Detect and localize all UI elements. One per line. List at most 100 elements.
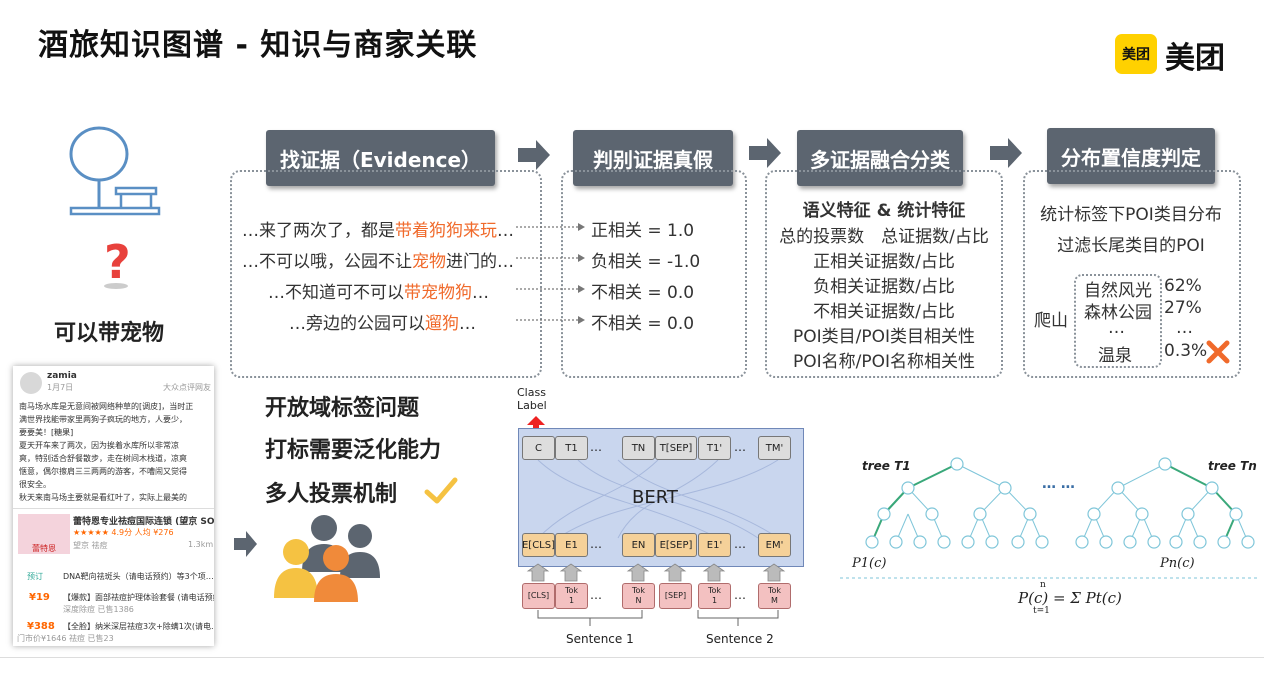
bert-embedding: E1' <box>698 533 731 557</box>
step-fuse-evidence: 多证据融合分类 <box>797 130 963 186</box>
deal-sub: 深度除痘 已售1386 <box>63 605 134 614</box>
sentence-2-label: Sentence 2 <box>706 632 774 646</box>
bert-input-token: Tok 1 <box>555 583 588 609</box>
formula-sum-top: n <box>1040 580 1046 590</box>
arrow-right-icon <box>518 140 550 170</box>
tree-n-prob: Pn(c) <box>1160 556 1195 571</box>
bert-embedding: EN <box>622 533 655 557</box>
arrow-right-icon <box>234 531 257 557</box>
deal-price: 预订 <box>27 572 43 581</box>
deal-text[interactable]: 【爆款】面部祛痘护理体验套餐 (请电话预约) <box>63 593 214 602</box>
problem-item: 开放域标签问题 <box>265 396 420 421</box>
distribution-line2: 过滤长尾类目的POI <box>1057 236 1205 256</box>
judge-box <box>561 170 747 378</box>
bert-input-token: Tok N <box>622 583 655 609</box>
feature-list: 语义特征 & 统计特征 总的投票数 总证据数/占比 正相关证据数/占比 负相关证… <box>765 196 1003 372</box>
svg-text:?: ? <box>104 236 131 289</box>
ensemble-formula: P(c) = Σ Pt(c) <box>1018 589 1122 607</box>
bert-embedding: E[CLS] <box>522 533 555 557</box>
bert-embedding: E[SEP] <box>655 533 697 557</box>
problem-item: 打标需要泛化能力 <box>265 438 442 463</box>
dotted-arrows <box>516 223 585 324</box>
deal-sub: 门市价¥1646 祛痘 已售23 <box>17 634 114 643</box>
deal-price: ¥388 <box>27 621 55 632</box>
shop-name[interactable]: 蕾特恩专业祛痘国际连锁 (望京 SOHO… <box>73 517 214 527</box>
meituan-logo-text: 美团 <box>1165 41 1225 76</box>
bert-ellipsis: … <box>590 440 602 454</box>
check-mark-icon <box>424 477 458 504</box>
review-card: zamia 1月7日 大众点评网友 南马场水库是无意间被网络种草的[调皮]，当时… <box>13 366 214 646</box>
judge-label: 不相关 = 0.0 <box>591 283 695 303</box>
bert-ellipsis: … <box>734 440 746 454</box>
judge-label: 不相关 = 0.0 <box>591 314 695 334</box>
footer-divider <box>0 657 1264 658</box>
bert-class-label: Class Label <box>517 386 547 412</box>
meituan-logo-mark: 美团 <box>1115 34 1157 74</box>
deal-text[interactable]: DNA靶向祛斑头（请电话预约）等3个项… <box>63 572 214 581</box>
bert-connections <box>537 459 779 539</box>
bert-input-token: [SEP] <box>659 583 692 609</box>
evidence-sentence: …不知道可不可以带宠物狗… <box>268 283 489 303</box>
problem-item: 多人投票机制 <box>265 482 398 507</box>
deal-text[interactable]: 【全脸】纳米深层祛痘3次+除螨1次(请电… <box>63 622 214 631</box>
category-name: 森林公园 <box>1084 303 1152 323</box>
bert-input-token: Tok 1 <box>698 583 731 609</box>
step-judge-evidence: 判别证据真假 <box>573 130 733 186</box>
bert-output-token: C <box>522 436 555 460</box>
bert-embedding: E1 <box>555 533 588 557</box>
bert-output-token: T1' <box>698 436 731 460</box>
bert-input-token: [CLS] <box>522 583 555 609</box>
feature-heading: 语义特征 & 统计特征 <box>802 201 966 221</box>
review-source: 大众点评网友 <box>163 383 211 392</box>
bert-title: BERT <box>632 487 678 508</box>
review-date: 1月7日 <box>47 383 74 392</box>
distribution-box <box>1023 170 1241 378</box>
people-group-icon <box>274 515 380 602</box>
arrow-up-icon <box>527 416 545 432</box>
category-name: … <box>1108 318 1125 338</box>
bert-input-token: Tok M <box>758 583 791 609</box>
tree-n-label: tree Tn <box>1208 459 1257 473</box>
bert-ellipsis: … <box>734 537 746 551</box>
question-mark-icon: ? <box>104 236 131 289</box>
category-pct: 27% <box>1164 298 1202 318</box>
feature-item: POI类目/POI类目相关性 <box>792 327 976 347</box>
category-pct: … <box>1176 318 1193 338</box>
judge-label: 正相关 = 1.0 <box>591 221 695 241</box>
avatar <box>20 372 42 394</box>
forest-trees <box>840 457 1260 579</box>
evidence-sentence: …来了两次了，都是带着狗狗来玩… <box>242 221 514 241</box>
formula-sum-bottom: t=1 <box>1033 606 1050 616</box>
feature-item: 总的投票数 总证据数/占比 <box>779 227 989 247</box>
question-label: 可以带宠物 <box>54 321 165 346</box>
shop-image: 蕾特恩 <box>18 514 70 554</box>
feature-item: 负相关证据数/占比 <box>813 277 955 297</box>
judge-label: 负相关 = -1.0 <box>591 252 701 272</box>
sentence-1-label: Sentence 1 <box>566 632 634 646</box>
shop-distance: 1.3km <box>188 540 214 549</box>
bert-ellipsis: … <box>590 588 602 602</box>
evidence-sentence: …旁边的公园可以遛狗… <box>289 314 476 334</box>
distribution-line1: 统计标签下POI类目分布 <box>1040 205 1222 225</box>
arrow-right-icon <box>990 138 1022 168</box>
category-name: 自然风光 <box>1084 281 1152 301</box>
bert-input-arrows <box>526 563 786 582</box>
step-find-evidence: 找证据（Evidence） <box>266 130 495 186</box>
arrow-right-icon <box>749 138 781 168</box>
step-distribution-confidence: 分布置信度判定 <box>1047 128 1215 184</box>
review-user: zamia <box>47 371 77 381</box>
shop-area: 望京 祛痘 <box>73 541 108 550</box>
bert-output-token: T1 <box>555 436 588 460</box>
feature-item: POI名称/POI名称相关性 <box>792 352 976 372</box>
evidence-sentence: …不可以哦，公园不让宠物进门的… <box>242 252 514 272</box>
bert-output-token: T[SEP] <box>655 436 697 460</box>
evidence-box <box>230 170 542 378</box>
park-bench-icon <box>69 126 161 216</box>
bert-output-token: TM' <box>758 436 791 460</box>
shop-rating: ★★★★★ 4.9分 人均 ¥276 <box>73 528 174 537</box>
bert-ellipsis: … <box>590 537 602 551</box>
bert-ellipsis: … <box>734 588 746 602</box>
bert-output-token: TN <box>622 436 655 460</box>
cross-mark-icon <box>1206 340 1230 364</box>
category-group <box>1074 274 1162 368</box>
